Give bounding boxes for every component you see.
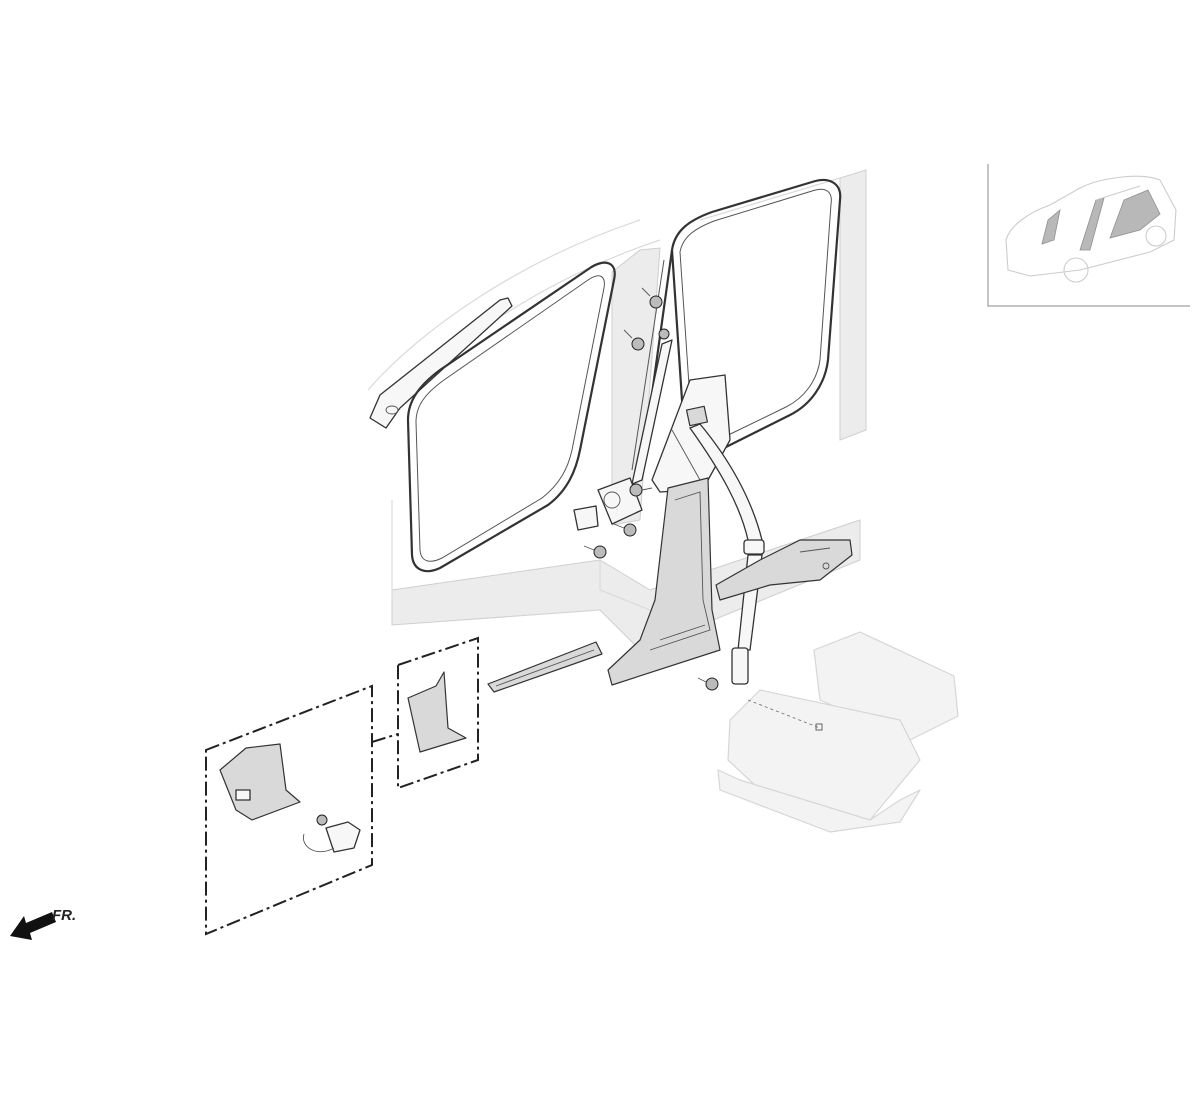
front-seat-icon xyxy=(717,631,959,833)
vehicle-locator-icon xyxy=(987,164,1190,307)
bolt-icon xyxy=(623,329,645,351)
front-direction-arrow-icon xyxy=(10,912,56,940)
door-scuff-plate xyxy=(487,641,603,693)
front-door-opening-weatherstrip xyxy=(406,261,616,573)
bolt-icon xyxy=(583,545,607,559)
seat-belt-upper-guide xyxy=(631,339,673,485)
bolt-icon xyxy=(697,677,719,691)
bolt-icon xyxy=(641,287,663,309)
front-direction-indicator: FR. xyxy=(10,907,76,940)
front-direction-label: FR. xyxy=(52,907,76,924)
bolt-icon xyxy=(629,483,653,497)
bolt-set xyxy=(583,287,719,691)
lower-trim-detail-box xyxy=(205,684,399,936)
bolt-icon xyxy=(613,523,637,537)
rear-side-trim-panel xyxy=(715,539,853,601)
a-pillar-upper-trim xyxy=(369,297,513,429)
kick-panel-detail-box xyxy=(397,636,479,790)
bolt-icon xyxy=(658,328,670,340)
b-pillar-upper-garnish xyxy=(651,374,731,493)
rear-door-opening-weatherstrip xyxy=(670,178,842,464)
b-pillar-lower-garnish xyxy=(607,477,721,686)
ghost-vehicle-body xyxy=(367,169,867,651)
